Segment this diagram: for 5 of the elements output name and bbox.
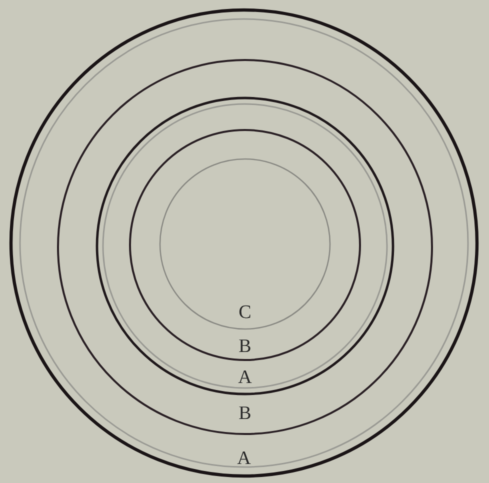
ring-letter: A bbox=[237, 449, 251, 469]
ring-letter: A bbox=[238, 368, 252, 388]
ring-letter: B bbox=[238, 404, 252, 424]
ring-letter: C bbox=[238, 303, 252, 323]
ring-letter: B bbox=[238, 337, 252, 357]
